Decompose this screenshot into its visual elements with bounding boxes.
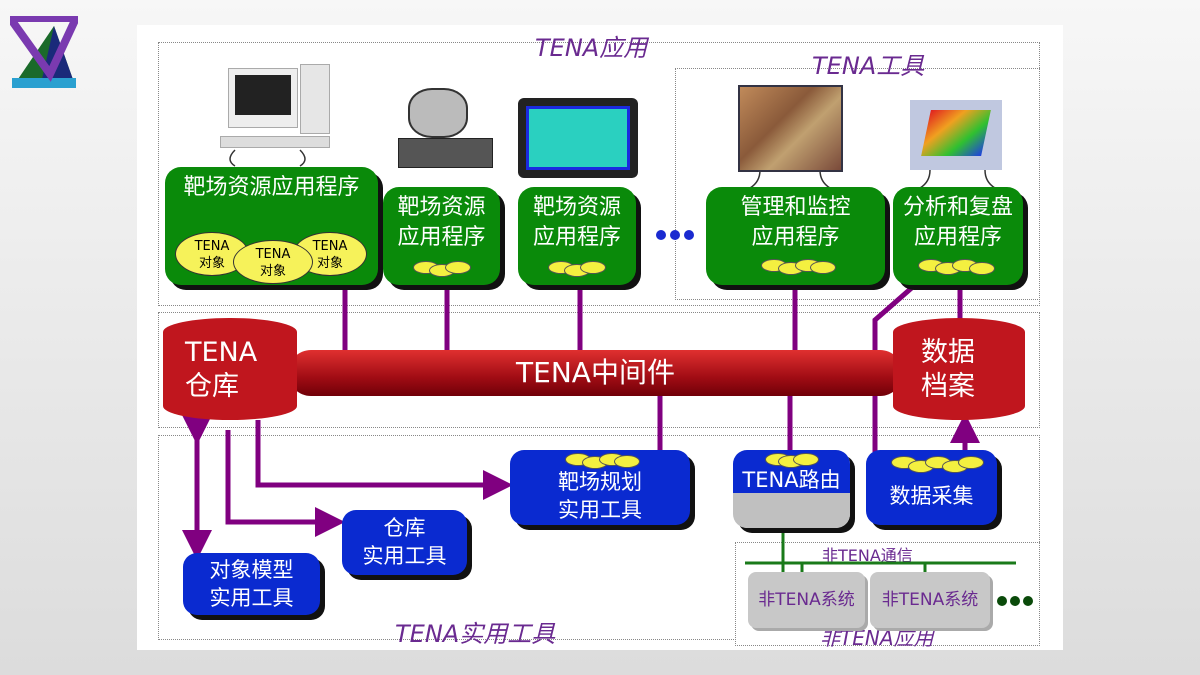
ellipsis-dot [1023, 596, 1033, 606]
tena-tools-label: TENA工具 [812, 52, 925, 80]
object-model-tool[interactable]: 对象模型实用工具 [183, 553, 320, 615]
tena-apps-label: TENA应用 [535, 34, 648, 62]
analysis-review-app[interactable]: 分析和复盘应用程序 [893, 187, 1023, 285]
ellipsis-dot [670, 230, 680, 240]
tena-utils-label: TENA实用工具 [395, 620, 556, 648]
logo [2, 14, 83, 94]
middleware-pipe: TENA中间件 [288, 350, 903, 396]
range-planning-tool[interactable]: 靶场规划实用工具 [510, 450, 690, 525]
non-tena-comm-label: 非TENA通信 [822, 546, 913, 565]
radar-icon [388, 88, 498, 180]
monitor-icon [518, 98, 638, 178]
tena-router[interactable]: TENA路由 [733, 450, 850, 528]
data-archive[interactable]: 数据档案 [893, 318, 1025, 420]
non-tena-apps-label: 非TENA应用 [820, 626, 934, 650]
map-window-icon [738, 85, 843, 172]
3d-chart-icon [910, 100, 1002, 170]
repository-tool[interactable]: 仓库实用工具 [342, 510, 467, 575]
app-title: 靶场资源应用程序 [183, 175, 360, 200]
ellipsis-dot [684, 230, 694, 240]
manage-monitor-app[interactable]: 管理和监控应用程序 [706, 187, 885, 285]
utils-region [158, 435, 1040, 640]
ellipsis-dot [656, 230, 666, 240]
ellipsis-dot [1010, 596, 1020, 606]
ellipsis-dot [997, 596, 1007, 606]
range-resource-app-3[interactable]: 靶场资源应用程序 [518, 187, 636, 285]
computer-icon [220, 62, 340, 152]
range-resource-app-2[interactable]: 靶场资源应用程序 [383, 187, 500, 285]
non-tena-system[interactable]: 非TENA系统 [748, 572, 865, 628]
non-tena-system[interactable]: 非TENA系统 [870, 572, 990, 628]
data-collection[interactable]: 数据采集 [866, 450, 997, 525]
tools-region [675, 68, 1040, 300]
middleware-region [158, 312, 1040, 428]
